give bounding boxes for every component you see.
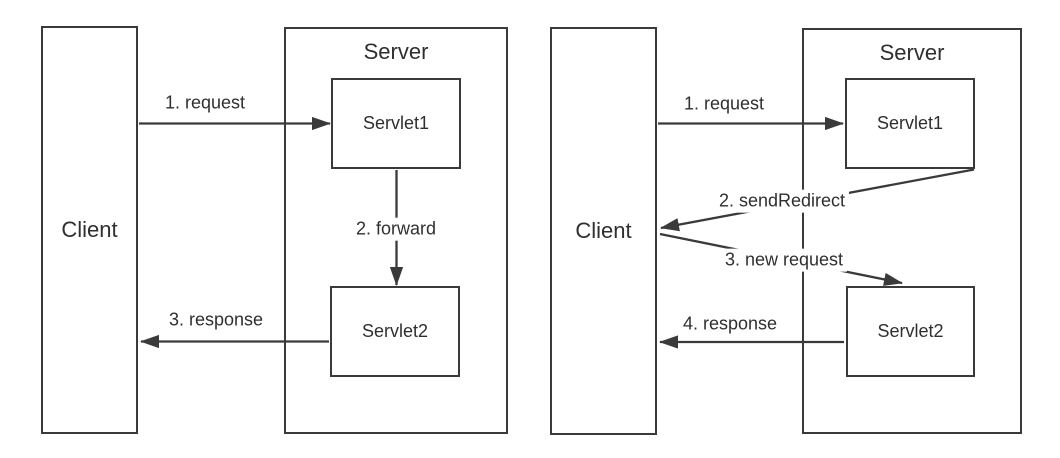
- forward-client-label: Client: [61, 217, 118, 242]
- redirect-servlet1-box: Servlet1: [845, 78, 975, 169]
- redirect-servlet2-label: Servlet2: [877, 321, 944, 341]
- forward-forward-arrow-label: 2. forward: [351, 217, 441, 241]
- redirect-servlet2-box: Servlet2: [846, 286, 975, 377]
- redirect-client-box: Client: [550, 27, 657, 435]
- redirect-sendredirect-arrow-label: 2. sendRedirect: [714, 189, 850, 213]
- forward-client-box: Client: [41, 26, 138, 434]
- redirect-server-label: Server: [879, 40, 945, 65]
- redirect-response-arrow-label: 4. response: [678, 312, 782, 336]
- forward-servlet2-box: Servlet2: [330, 286, 460, 377]
- redirect-newrequest-arrow-label: 3. new request: [720, 248, 848, 272]
- forward-request-arrow-label: 1. request: [160, 91, 250, 115]
- forward-servlet1-label: Servlet1: [362, 113, 430, 133]
- redirect-client-label: Client: [575, 218, 632, 243]
- forward-servlet1-box: Servlet1: [331, 78, 461, 169]
- redirect-servlet1-label: Servlet1: [876, 113, 944, 133]
- redirect-request-arrow-label: 1. request: [679, 92, 769, 116]
- forward-server-label: Server: [363, 39, 429, 64]
- forward-response-arrow-label: 3. response: [164, 308, 268, 332]
- forward-servlet2-label: Servlet2: [361, 321, 429, 341]
